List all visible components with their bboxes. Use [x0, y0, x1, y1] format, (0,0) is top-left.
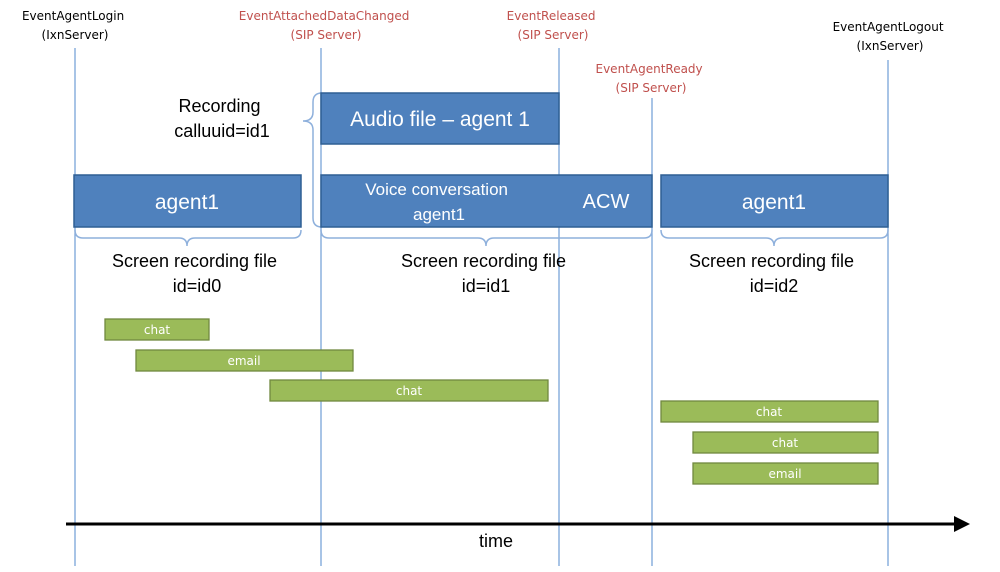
screen-recording-id: id=id2	[750, 276, 799, 296]
voice-conversation-block	[320, 174, 653, 228]
task-bars: chat email chat chat chat email	[104, 318, 879, 485]
agent1-block-second-label: agent1	[742, 191, 806, 214]
event-source: (SIP Server)	[518, 28, 589, 42]
recording-title: Recording	[178, 96, 260, 116]
screen-recording-id: id=id0	[173, 276, 222, 296]
screen-brace-id2	[660, 229, 889, 247]
screen-brace-id1	[320, 229, 653, 247]
task-bar-chat-label: chat	[756, 405, 783, 419]
task-bar-email	[135, 349, 354, 372]
voice-conversation-label: Voice conversation agent1	[365, 180, 512, 224]
screen-braces	[74, 229, 889, 247]
event-name: EventReleased	[507, 9, 596, 23]
task-bar-chat	[692, 431, 879, 454]
event-source: (SIP Server)	[616, 81, 687, 95]
task-bar-email-label: email	[227, 354, 260, 368]
screen-recording-title: Screen recording file	[112, 251, 277, 271]
screen-recording-id: id=id1	[462, 276, 511, 296]
task-bar-chat-label: chat	[772, 436, 799, 450]
event-attached-data-changed-label: EventAttachedDataChanged (SIP Server)	[239, 9, 413, 42]
task-bar-email-label: email	[768, 467, 801, 481]
task-bar-chat	[104, 318, 210, 341]
time-axis-label: time	[479, 531, 513, 551]
recording-brace	[302, 92, 323, 228]
event-name: EventAgentLogin	[22, 9, 124, 23]
event-name: EventAgentReady	[596, 62, 703, 76]
acw-label: ACW	[583, 191, 630, 213]
task-bar-chat-label: chat	[144, 323, 171, 337]
recording-calluuid: calluuid=id1	[174, 121, 270, 141]
event-agent-ready-label: EventAgentReady (SIP Server)	[596, 62, 707, 95]
task-bar-chat	[269, 379, 549, 402]
agent1-block-first-label: agent1	[155, 191, 219, 214]
agent1-block-first	[73, 174, 302, 228]
audio-file-block	[320, 92, 560, 145]
task-bar-chat-label: chat	[396, 384, 423, 398]
event-agent-logout-label: EventAgentLogout (IxnServer)	[833, 20, 948, 53]
event-source: (IxnServer)	[857, 39, 924, 53]
screen-recording-id1-label: Screen recording file id=id1	[401, 251, 571, 296]
event-source: (SIP Server)	[291, 28, 362, 42]
screen-brace-id0	[74, 229, 302, 247]
time-axis-arrowhead	[954, 516, 970, 532]
screen-recording-title: Screen recording file	[401, 251, 566, 271]
audio-file-label: Audio file – agent 1	[350, 108, 530, 131]
screen-recording-id2-label: Screen recording file id=id2	[689, 251, 859, 296]
voice-conversation-line2: agent1	[413, 205, 465, 224]
task-bar-chat	[660, 400, 879, 423]
recording-label: Recording calluuid=id1	[174, 96, 270, 141]
event-name: EventAttachedDataChanged	[239, 9, 410, 23]
screen-recording-title: Screen recording file	[689, 251, 854, 271]
task-bar-email	[692, 462, 879, 485]
screen-recording-id0-label: Screen recording file id=id0	[112, 251, 282, 296]
event-released-label: EventReleased (SIP Server)	[507, 9, 600, 42]
agent1-block-second	[660, 174, 889, 228]
voice-conversation-line1: Voice conversation	[365, 180, 508, 199]
event-name: EventAgentLogout	[833, 20, 944, 34]
event-source: (IxnServer)	[42, 28, 109, 42]
event-agent-login-label: EventAgentLogin (IxnServer)	[22, 9, 128, 42]
